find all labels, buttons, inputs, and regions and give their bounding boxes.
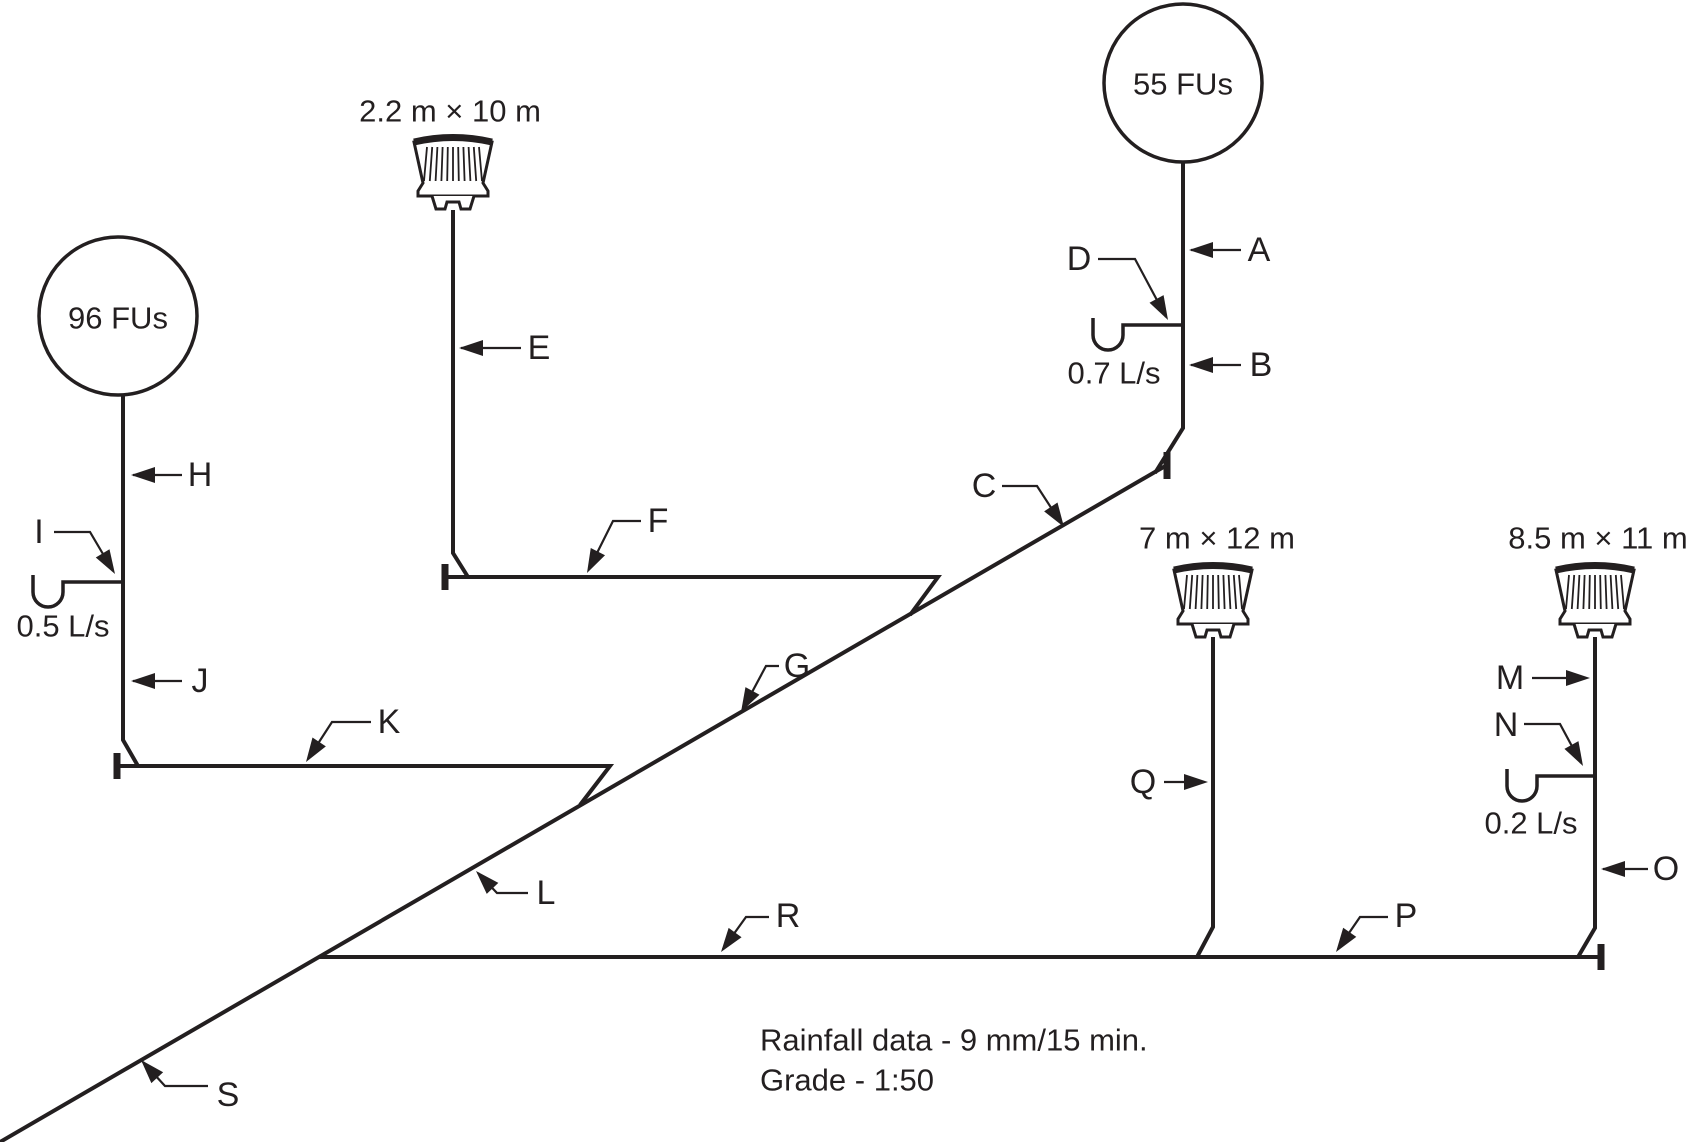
flow-rate-d-text: 0.7 L/s	[1067, 356, 1160, 391]
arrowhead-a-icon	[1189, 242, 1213, 258]
pipe-label-d: D	[1067, 240, 1092, 278]
arrowhead-i-icon	[95, 549, 115, 574]
pipe-label-a: A	[1248, 231, 1271, 269]
arrowhead-s-icon	[141, 1060, 164, 1084]
arrowhead-r-icon	[721, 927, 742, 952]
roof-area-mid-text: 7 m × 12 m	[1139, 521, 1295, 556]
rainfall-note-text: Rainfall data - 9 mm/15 min.	[760, 1023, 1148, 1058]
roof-outlet-icon-right	[1554, 562, 1636, 639]
vertical-pipe-mo	[1576, 637, 1597, 959]
left-stack-pipe-hj	[121, 396, 140, 767]
arrowhead-o-icon	[1601, 861, 1625, 877]
arrowhead-k-icon	[306, 737, 326, 762]
arrowhead-c-icon	[1044, 502, 1064, 527]
arrowhead-m-icon	[1566, 670, 1590, 686]
fixture-units-circle-55	[1102, 2, 1264, 164]
trap-symbol-i	[31, 575, 123, 609]
pipe-label-n: N	[1494, 706, 1519, 744]
pipe-label-r: R	[776, 897, 801, 935]
roof-outlet-icon-top	[412, 134, 494, 211]
pipe-label-h: H	[188, 456, 213, 494]
arrowhead-j-icon	[131, 673, 155, 689]
pipe-label-j: J	[192, 662, 209, 700]
pipe-label-c: C	[972, 467, 997, 505]
arrowhead-g-icon	[741, 687, 760, 712]
pipe-label-k: K	[378, 703, 401, 741]
trap-symbol-d	[1091, 318, 1183, 352]
arrowhead-l-icon	[476, 871, 499, 894]
arrowhead-f-icon	[587, 547, 606, 573]
vertical-pipe-q	[1195, 637, 1215, 958]
pipe-label-m: M	[1496, 659, 1524, 697]
fixture-units-96-text: 96 FUs	[68, 301, 168, 336]
horizontal-pipe-f	[445, 575, 942, 617]
arrowhead-h-icon	[131, 467, 155, 483]
arrowhead-p-icon	[1336, 927, 1357, 952]
fixture-units-circle-96	[37, 235, 199, 397]
flow-rate-i-text: 0.5 L/s	[16, 609, 109, 644]
vertical-pipe-e	[451, 210, 470, 579]
fixture-units-55-text: 55 FUs	[1133, 67, 1233, 102]
right-stack-pipe-ab	[1153, 163, 1185, 475]
pipe-label-f: F	[648, 502, 669, 540]
roof-outlet-icon-mid	[1172, 562, 1254, 639]
pipe-label-e: E	[528, 329, 551, 367]
horizontal-pipe-k	[117, 764, 615, 807]
arrowhead-n-icon	[1564, 741, 1583, 766]
roof-area-top-text: 2.2 m × 10 m	[359, 94, 541, 129]
pipe-label-i: I	[34, 513, 43, 551]
arrowhead-b-icon	[1189, 357, 1213, 373]
arrowhead-q-icon	[1184, 774, 1208, 790]
pipe-label-g: G	[784, 647, 810, 685]
arrowhead-d-icon	[1149, 295, 1168, 320]
pipe-label-b: B	[1250, 346, 1273, 384]
leader-d	[1098, 257, 1167, 318]
pipe-label-q: Q	[1130, 763, 1156, 801]
arrowhead-e-icon	[459, 340, 483, 356]
grade-note-text: Grade - 1:50	[760, 1063, 934, 1098]
pipe-label-o: O	[1653, 850, 1679, 888]
pipe-label-s: S	[217, 1076, 240, 1114]
pipe-label-p: P	[1395, 897, 1418, 935]
pipe-label-l: L	[537, 874, 556, 912]
trap-symbol-n	[1505, 769, 1595, 803]
roof-area-right-text: 8.5 m × 11 m	[1508, 521, 1687, 556]
flow-rate-n-text: 0.2 L/s	[1484, 806, 1577, 841]
